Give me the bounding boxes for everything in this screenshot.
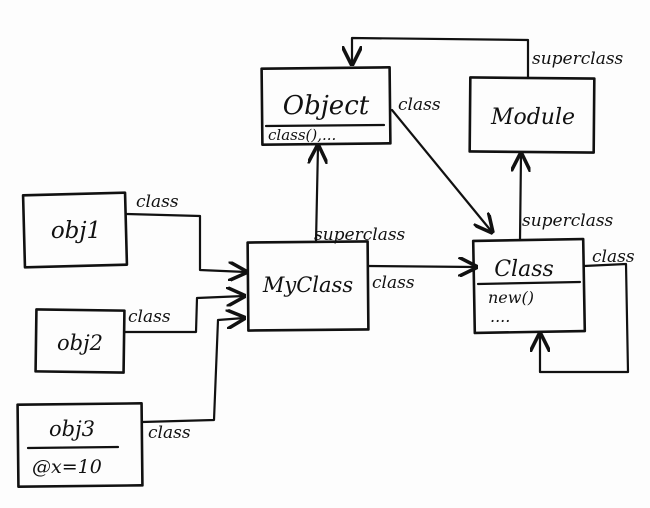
module-node: Module [468, 76, 596, 154]
obj3-node: obj3 @x=10 [16, 402, 144, 488]
edge-class-module-label: superclass [522, 211, 614, 231]
class-node: Class new() .... [471, 237, 587, 335]
edge-obj2-myclass: class [122, 296, 244, 334]
myclass-title: MyClass [262, 273, 353, 297]
myclass-node: MyClass [246, 240, 370, 332]
edge-module-object-label: superclass [532, 49, 624, 69]
obj1-node: obj1 [21, 191, 129, 269]
class-title: Class [494, 257, 554, 282]
class-method-new: new() [488, 288, 534, 307]
obj2-node: obj2 [34, 308, 126, 374]
module-title: Module [490, 105, 575, 130]
edge-class-module: superclass [520, 154, 614, 242]
object-node: Object class(),... [260, 66, 392, 146]
obj2-title: obj2 [57, 331, 103, 355]
edge-obj1-myclass: class [124, 192, 246, 272]
edge-obj2-label: class [128, 307, 171, 327]
obj1-title: obj1 [51, 218, 101, 244]
obj3-title: obj3 [49, 417, 95, 441]
edge-myclass-class: class [366, 266, 476, 293]
edge-obj3-myclass: class [140, 318, 244, 443]
obj3-ivar: @x=10 [32, 456, 102, 478]
edge-module-object: superclass [352, 36, 624, 80]
object-methods: class(),... [268, 126, 336, 144]
edge-myclass-object: superclass [314, 146, 406, 245]
class-method-more: .... [490, 307, 510, 326]
edge-obj1-label: class [136, 192, 179, 212]
edge-myclass-class-label: class [372, 273, 415, 293]
edge-obj3-label: class [148, 423, 191, 443]
edge-class-self: class [540, 247, 635, 374]
edge-object-class: class [390, 95, 492, 232]
edge-myclass-object-label: superclass [314, 225, 406, 245]
edge-class-self-label: class [592, 247, 635, 267]
edge-object-class-label: class [398, 95, 441, 115]
object-title: Object [283, 91, 370, 121]
